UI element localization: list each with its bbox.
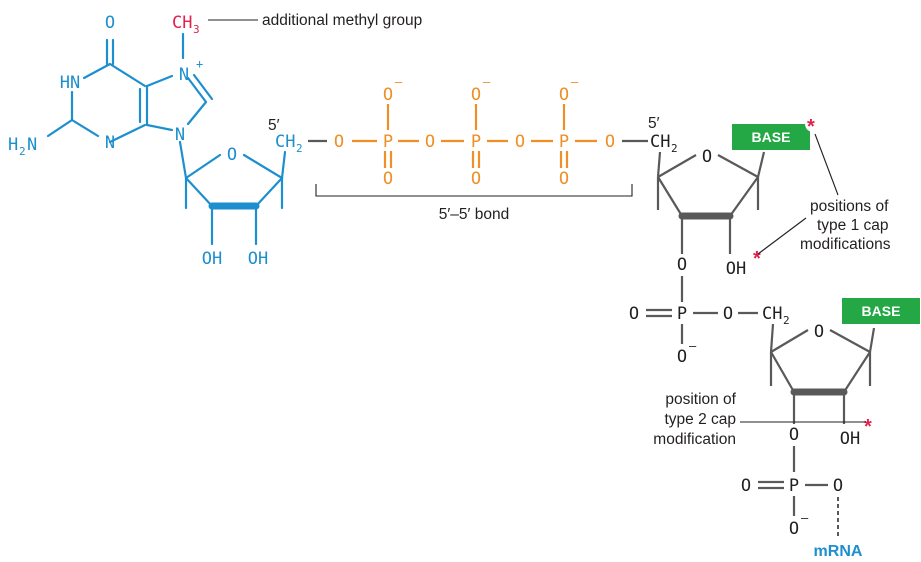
phos3-minus: – [801, 511, 809, 525]
ribose-3 [769, 323, 876, 424]
asterisk-bg [805, 116, 821, 132]
bridge-oneg-2: O [471, 85, 481, 105]
type2-label-line2: type 2 cap [664, 411, 736, 428]
ribose1-ch-sub: 2 [296, 142, 303, 155]
ribose2-oh: OH [726, 259, 746, 279]
type1-asterisk-base: * [807, 116, 815, 138]
base-badge-2 [842, 298, 920, 324]
type1-label-line1: positions of [810, 198, 889, 215]
ribose1-o: O [227, 145, 237, 165]
guanine-hn: HN [60, 73, 80, 93]
bridge-minus-1: – [395, 75, 403, 89]
ribose3-o: O [814, 322, 824, 342]
base-badge-1 [732, 124, 810, 150]
bridge-o-4: O [605, 132, 615, 152]
bridge-p-1: P [383, 132, 393, 152]
ribose2-prime: 5′ [648, 115, 660, 132]
bridge-o-2: O [425, 132, 435, 152]
ribose2-o: O [702, 147, 712, 167]
base-badge-2-label: BASE [862, 303, 901, 319]
bridge-o-1: O [334, 132, 344, 152]
ribose-2 [656, 151, 766, 254]
triphosphate-bridge [308, 104, 648, 168]
ribose1-oh-left: OH [202, 249, 222, 269]
phos2-o-link: O [723, 304, 733, 324]
phos2-odbl: O [629, 304, 639, 324]
phos3-odbl: O [741, 476, 751, 496]
phos3-p: P [789, 476, 799, 496]
phos3-o-link: O [833, 476, 843, 496]
ribose1-oh-right: OH [248, 249, 268, 269]
type1-label-line2: type 1 cap [817, 217, 889, 234]
ribose3-ch-sub: 2 [783, 314, 790, 327]
guanine-h2n-sub: 2 [19, 145, 26, 158]
guanine-n9: N [175, 125, 185, 145]
phos2-p: P [677, 304, 687, 324]
methyl-label: additional methyl group [262, 12, 422, 29]
phos3-oneg: O [789, 519, 799, 539]
bridge-oneg-3: O [559, 85, 569, 105]
ribose2-ch: CH [650, 132, 670, 152]
bridge-odbl-1: O [383, 169, 393, 189]
bond-label: 5′–5′ bond [439, 206, 509, 223]
bridge-minus-2: – [483, 75, 491, 89]
type2-label-line1: position of [665, 391, 736, 408]
type1-label-line3: modifications [800, 236, 891, 253]
ribose2-o-link: O [677, 255, 687, 275]
bridge-minus-3: – [571, 75, 579, 89]
bridge-odbl-3: O [559, 169, 569, 189]
ribose3-oh: OH [840, 429, 860, 449]
bond-bracket [315, 184, 633, 197]
type2-label-line3: modification [653, 431, 736, 448]
bridge-odbl-2: O [471, 169, 481, 189]
mrna-label: mRNA [814, 543, 863, 560]
guanine-h2n-h: H [8, 135, 18, 155]
bridge-p-3: P [559, 132, 569, 152]
bridge-o-3: O [515, 132, 525, 152]
guanine-n7-charge: + [196, 57, 203, 71]
ribose2-ch-sub: 2 [671, 142, 678, 155]
ribose3-ch: CH [762, 304, 782, 324]
bridge-p-2: P [471, 132, 481, 152]
ribose1-prime: 5′ [268, 117, 280, 134]
methyl-sub: 3 [193, 23, 200, 36]
ribose-1 [184, 150, 287, 246]
type2-asterisk: * [864, 416, 872, 438]
guanine-h2n-n: N [27, 135, 37, 155]
phos2-oneg: O [677, 347, 687, 367]
phos2-minus: – [689, 339, 697, 353]
type1-asterisk-oh: * [753, 248, 761, 270]
methylguanine [46, 32, 214, 180]
guanine-n7: N [179, 65, 189, 85]
ribose3-o-link: O [789, 425, 799, 445]
guanine-n3: N [105, 133, 115, 153]
guanine-o: O [105, 13, 115, 33]
bridge-oneg-1: O [383, 85, 393, 105]
base-badge-1-label: BASE [752, 129, 791, 145]
methyl-ch: CH [172, 13, 192, 33]
ribose1-ch: CH [275, 132, 295, 152]
